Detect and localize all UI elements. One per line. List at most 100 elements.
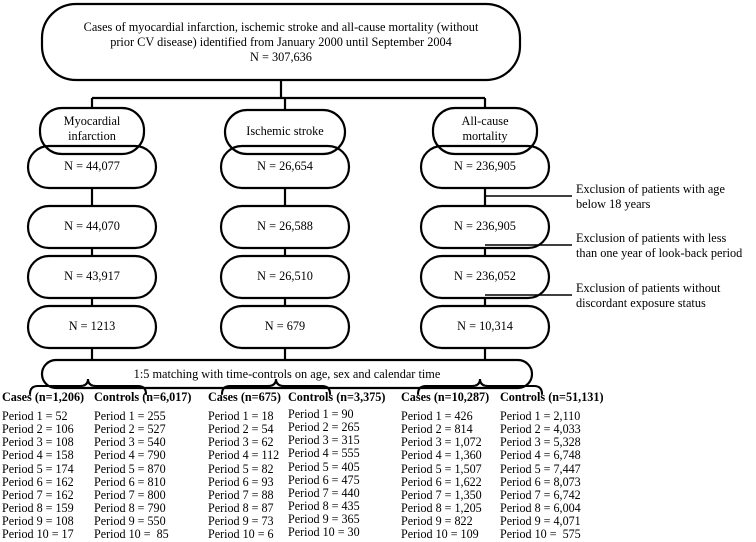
period-row: Period 1 = 90: [288, 407, 354, 421]
period-row: Period 5 = 174: [2, 461, 74, 476]
period-row: Period 8 = 1,205: [401, 501, 482, 516]
exclusion-1-line-1: Exclusion of patients with age: [576, 182, 725, 196]
period-row: Period 9 = 4,071: [500, 514, 581, 529]
period-row: Period 1 = 2,110: [500, 409, 581, 423]
period-row: Period 6 = 1,622: [401, 474, 482, 489]
column-header-cases-acm: Cases (n=10,287): [401, 390, 490, 404]
period-row: Period 8 = 87: [208, 501, 274, 516]
node-acm-step3-shape: [419, 254, 551, 300]
period-row: Period 6 = 475: [288, 472, 360, 487]
period-row: Period 10 = 17: [2, 527, 74, 542]
period-row: Period 6 = 93: [208, 474, 274, 489]
period-column-cases-is: Period 1 = 18 Period 2 = 54 Period 3 = 6…: [208, 409, 280, 542]
column-header-controls-is: Controls (n=3,375): [288, 390, 386, 404]
period-row: Period 3 = 540: [94, 435, 166, 450]
period-row: Period 7 = 800: [94, 487, 166, 502]
period-row: Period 8 = 159: [2, 501, 74, 516]
exclusion-3-line-1: Exclusion of patients without: [576, 281, 721, 295]
node-is-step3-shape: [219, 254, 351, 300]
period-row: Period 7 = 440: [288, 485, 360, 500]
node-top-box-shape: [40, 2, 522, 82]
period-row: Period 10 = 109: [401, 527, 479, 542]
exclusion-2-line-2: than one year of look-back period: [576, 245, 743, 260]
period-row: Period 8 = 790: [94, 501, 166, 516]
exclusion-1-line-2: below 18 years: [576, 196, 651, 211]
period-row: Period 2 = 265: [288, 420, 360, 435]
period-row: Period 9 = 73: [208, 514, 274, 529]
period-row: Period 10 = 85: [94, 527, 169, 542]
period-row: Period 2 = 106: [2, 422, 74, 437]
period-row: Period 1 = 18: [208, 409, 274, 423]
node-mi-step1-shape: [26, 144, 158, 190]
node-mi-step4-shape: [26, 304, 158, 350]
period-row: Period 1 = 52: [2, 409, 68, 423]
period-row: Period 4 = 1,360: [401, 448, 482, 463]
period-column-cases-acm: Period 1 = 426 Period 2 = 814 Period 3 =…: [401, 409, 482, 542]
brace-is: [220, 378, 332, 396]
period-row: Period 9 = 550: [94, 514, 166, 529]
period-row: Period 2 = 527: [94, 422, 166, 437]
period-row: Period 4 = 555: [288, 446, 360, 461]
column-header-cases-is: Cases (n=675): [208, 390, 281, 404]
period-row: Period 6 = 810: [94, 474, 166, 489]
period-row: Period 1 = 255: [94, 409, 166, 423]
period-row: Period 9 = 108: [2, 514, 74, 529]
period-row: Period 5 = 870: [94, 461, 166, 476]
node-is-step4-shape: [219, 304, 351, 350]
brace-mi: [28, 378, 148, 396]
period-column-controls-mi: Period 1 = 255 Period 2 = 527 Period 3 =…: [94, 409, 169, 542]
period-row: Period 9 = 365: [288, 512, 360, 527]
period-row: Period 1 = 426: [401, 409, 473, 423]
period-row: Period 9 = 822: [401, 514, 473, 529]
period-row: Period 4 = 790: [94, 448, 166, 463]
column-header-cases-mi: Cases (n=1,206): [2, 390, 85, 404]
period-row: Period 7 = 88: [208, 487, 274, 502]
period-column-controls-acm: Period 1 = 2,110 Period 2 = 4,033 Period…: [500, 409, 581, 542]
node-acm-label-shape: [431, 106, 539, 156]
period-column-controls-is: Period 1 = 90 Period 2 = 265 Period 3 = …: [288, 407, 360, 540]
period-row: Period 7 = 6,742: [500, 487, 581, 502]
period-row: Period 3 = 5,328: [500, 435, 581, 450]
period-row: Period 3 = 315: [288, 433, 360, 448]
period-column-cases-mi: Period 1 = 52 Period 2 = 106 Period 3 = …: [2, 409, 74, 542]
node-acm-step1-shape: [419, 144, 551, 190]
period-row: Period 4 = 6,748: [500, 448, 581, 463]
period-row: Period 3 = 62: [208, 435, 274, 450]
period-row: Period 5 = 1,507: [401, 461, 482, 476]
node-is-step2-shape: [219, 204, 351, 250]
period-row: Period 4 = 112: [208, 448, 280, 463]
exclusion-3-line-2: discordant exposure status: [576, 295, 706, 310]
period-row: Period 6 = 8,073: [500, 474, 581, 489]
node-mi-label-shape: [38, 106, 146, 156]
period-row: Period 3 = 108: [2, 435, 74, 450]
period-row: Period 10 = 575: [500, 527, 581, 542]
period-row: Period 8 = 6,004: [500, 501, 581, 516]
annotation-exclusion-3: Exclusion of patients without discordant…: [576, 281, 756, 311]
node-mi-step3-shape: [26, 254, 158, 300]
brace-acm: [416, 378, 544, 396]
period-row: Period 7 = 1,350: [401, 487, 482, 502]
column-header-controls-mi: Controls (n=6,017): [94, 390, 192, 404]
node-is-label-shape: [223, 108, 347, 156]
period-row: Period 7 = 162: [2, 487, 74, 502]
period-row: Period 2 = 54: [208, 422, 274, 437]
period-row: Period 5 = 405: [288, 459, 360, 474]
period-row: Period 2 = 4,033: [500, 422, 581, 437]
period-row: Period 10 = 30: [288, 525, 360, 540]
node-matching-box-shape: [40, 358, 534, 390]
annotation-exclusion-2: Exclusion of patients with less than one…: [576, 231, 756, 261]
period-row: Period 2 = 814: [401, 422, 473, 437]
period-row: Period 3 = 1,072: [401, 435, 482, 450]
period-row: Period 8 = 435: [288, 499, 360, 514]
annotation-exclusion-1: Exclusion of patients with age below 18 …: [576, 182, 756, 212]
period-row: Period 5 = 7,447: [500, 461, 581, 476]
exclusion-2-line-1: Exclusion of patients with less: [576, 231, 727, 245]
period-row: Period 6 = 162: [2, 474, 74, 489]
node-acm-step2-shape: [419, 204, 551, 250]
node-acm-step4-shape: [419, 304, 551, 350]
period-row: Period 4 = 158: [2, 448, 74, 463]
node-mi-step2-shape: [26, 204, 158, 250]
period-row: Period 10 = 6: [208, 527, 274, 542]
